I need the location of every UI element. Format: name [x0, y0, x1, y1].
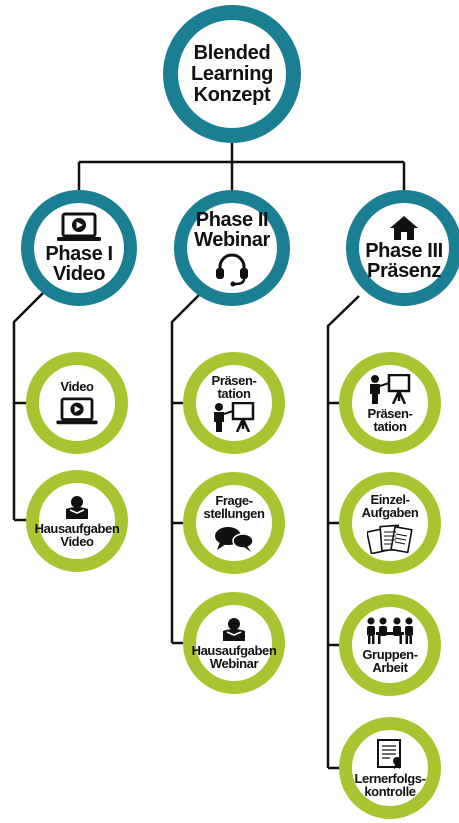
phase-3-node: Phase III Präsenz — [346, 190, 459, 306]
phase-3-label: Phase III Präsenz — [365, 241, 443, 281]
leaf-video-label: Video — [60, 378, 94, 394]
leaf-gruppenarbeit-line-1: Gruppen- — [362, 646, 418, 662]
leaf-fragestellungen-line-1: Frage- — [215, 493, 253, 508]
leaf-lernerfolgskontrolle-label: Lernerfolgs- kontrolle — [354, 772, 425, 798]
leaf-hausaufgaben-video-line-1: Hausaufgaben — [34, 520, 120, 536]
leaf-gruppenarbeit: Gruppen- Arbeit — [339, 594, 441, 696]
phase-1-label-line-1: Phase I — [45, 243, 113, 265]
reading-person-icon — [223, 617, 245, 641]
leaf-hausaufgaben-webinar-line-1: Hausaufgaben — [191, 642, 277, 658]
phase-1-label: Phase I Video — [45, 243, 113, 285]
phase-3-label-line-1: Phase III — [365, 240, 443, 262]
connector-branch-phase1 — [12, 291, 45, 520]
reading-person-icon — [66, 495, 88, 519]
phase-2-label-line-2: Webinar — [194, 228, 270, 251]
leaf-einzelaufgaben-line-2: Aufgaben — [361, 504, 419, 520]
leaf-hausaufgaben-video: Hausaufgaben Video — [26, 470, 128, 572]
root-label-line-1: Blended — [193, 41, 271, 64]
presenter-board-icon — [214, 402, 255, 432]
phase-1-node: Phase I Video — [21, 190, 137, 306]
leaf-video-label-line-1: Video — [60, 378, 94, 394]
root-label-line-2: Learning — [190, 62, 274, 85]
house-icon — [390, 216, 418, 240]
speech-bubbles-icon — [215, 527, 254, 552]
presenter-board-icon — [370, 373, 411, 404]
leaf-lernerfolgskontrolle-line-1: Lernerfolgs- — [354, 770, 426, 786]
leaf-hausaufgaben-webinar-line-2: Webinar — [209, 655, 259, 671]
leaf-gruppenarbeit-label: Gruppen- Arbeit — [362, 646, 418, 675]
leaf-praesentation-webinar-label: Präsen- tation — [212, 374, 257, 400]
phase-2-label-line-1: Phase II — [195, 208, 269, 231]
leaf-praesentation-webinar-line-1: Präsen- — [211, 373, 257, 388]
certificate-icon — [377, 738, 401, 769]
leaf-hausaufgaben-video-line-2: Video — [60, 533, 94, 549]
leaf-lernerfolgskontrolle-line-2: kontrolle — [364, 783, 416, 799]
root-label: Blended Learning Konzept — [190, 41, 274, 106]
leaf-hausaufgaben-webinar-label: Hausaufgaben Webinar — [192, 644, 277, 670]
leaf-einzelaufgaben-label: Einzel- Aufgaben — [362, 493, 419, 519]
leaf-fragestellungen-line-2: stellungen — [203, 506, 265, 521]
leaf-gruppenarbeit-line-2: Arbeit — [372, 659, 408, 675]
laptop-play-icon — [57, 212, 101, 241]
leaf-praesentation-webinar-line-2: tation — [217, 386, 251, 401]
phase-3-label-line-2: Präsenz — [367, 260, 441, 282]
leaf-fragestellungen: Frage- stellungen — [183, 472, 285, 574]
leaf-praesentation-praesenz-label: Präsen- tation — [368, 407, 413, 433]
documents-icon — [367, 524, 413, 554]
root-node: Blended Learning Konzept — [163, 5, 301, 143]
leaf-praesentation-praesenz-line-2: tation — [373, 418, 407, 434]
leaf-einzelaufgaben: Einzel- Aufgaben — [339, 472, 441, 574]
leaf-video: Video — [26, 352, 128, 454]
leaf-lernerfolgskontrolle: Lernerfolgs- kontrolle — [339, 717, 441, 819]
headset-icon — [216, 253, 248, 286]
group-table-icon — [367, 617, 413, 644]
leaf-hausaufgaben-video-label: Hausaufgaben Video — [35, 522, 120, 548]
root-label-line-3: Konzept — [193, 83, 271, 106]
leaf-einzelaufgaben-line-1: Einzel- — [370, 491, 410, 507]
leaf-praesentation-webinar: Präsen- tation — [183, 352, 285, 454]
connector-branch-phase3 — [326, 295, 360, 768]
leaf-praesentation-praesenz: Präsen- tation — [339, 352, 441, 454]
phase-2-label: Phase II Webinar — [194, 210, 270, 250]
phase-1-label-line-2: Video — [52, 263, 106, 285]
leaf-hausaufgaben-webinar: Hausaufgaben Webinar — [183, 592, 285, 694]
leaf-fragestellungen-label: Frage- stellungen — [203, 494, 264, 520]
laptop-play-icon — [56, 396, 98, 424]
connector-branch-phase2 — [170, 293, 201, 643]
leaf-praesentation-praesenz-line-1: Präsen- — [367, 405, 413, 421]
phase-2-node: Phase II Webinar — [174, 190, 290, 306]
